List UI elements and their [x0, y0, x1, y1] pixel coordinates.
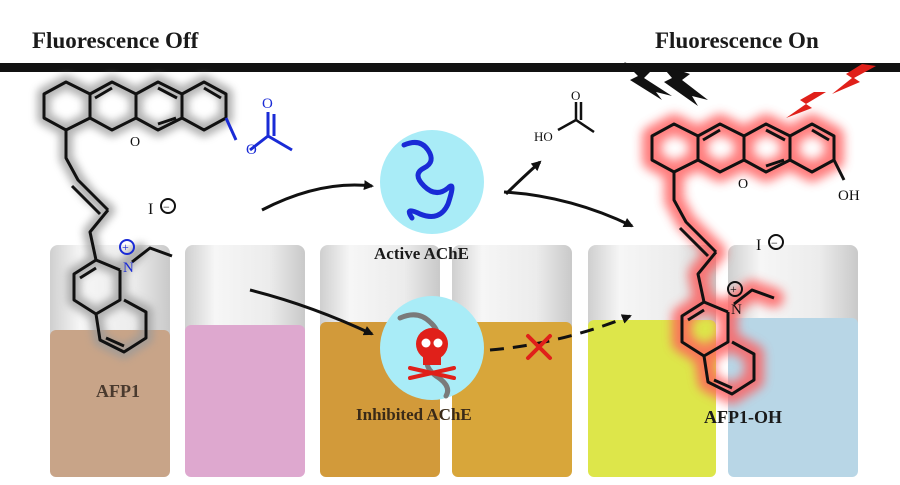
- active-ache: Active AChE: [374, 130, 484, 263]
- active-ache-protein-icon: [401, 139, 455, 221]
- arrow-to-inhibited: [249, 288, 374, 336]
- active-ache-label: Active AChE: [374, 244, 469, 263]
- arrow-to-acetic-acid: [504, 160, 542, 196]
- afp1-oh-nitrogen: N: [731, 302, 742, 318]
- afp1-ester-oxygen-1: O: [246, 142, 257, 158]
- afp1-oh-minus-sign: −: [771, 236, 778, 250]
- arrow-active-to-product: [503, 190, 634, 228]
- header-divider: [0, 63, 900, 72]
- afp1-label: AFP1: [96, 381, 140, 401]
- afp1-minus-charge: [160, 198, 176, 214]
- inhibited-ache: Inhibited AChE: [356, 296, 484, 424]
- active-ache-bubble: [380, 130, 484, 234]
- afp1-ring-oxygen: O: [130, 135, 140, 150]
- left-title: Fluorescence Off: [32, 28, 199, 53]
- afp1-oh-label: AFP1-OH: [704, 407, 782, 427]
- skull-icon: [408, 328, 456, 380]
- afp1-minus-sign: −: [163, 200, 170, 214]
- arrow-to-active: [261, 180, 374, 212]
- afp1-iodide: I: [148, 201, 153, 218]
- emission-lightning-icons: [786, 64, 876, 118]
- afp1-oh-ring-oxygen: O: [738, 177, 748, 192]
- excitation-lightning-icons: [624, 62, 708, 106]
- vial-2-liquid: [185, 325, 305, 477]
- afp1-plus-sign: +: [122, 240, 129, 254]
- afp1-oh-iodide: I: [756, 237, 761, 254]
- acetic-acid-hydroxyl: HO: [534, 129, 553, 144]
- afp1-ester-oxygen-2: O: [262, 96, 273, 112]
- header: Fluorescence Off Fluorescence On: [0, 28, 900, 72]
- afp1-structure: O O O N + I − AFP1: [37, 75, 293, 401]
- vial-2: [185, 245, 305, 477]
- acetic-acid-oxygen: O: [571, 88, 580, 103]
- afp1-oh-plus-charge: [727, 281, 743, 297]
- afp1-oh-plus-sign: +: [730, 282, 737, 296]
- acetic-acid: HO O: [534, 88, 595, 144]
- blocked-cross-icon: [526, 334, 552, 360]
- arrow-blocked: [489, 314, 632, 352]
- afp1-nitrogen: N: [123, 260, 134, 276]
- reaction-arrows: [249, 160, 634, 360]
- afp1-oh-minus-charge: [768, 234, 784, 250]
- vial-1-liquid: [50, 330, 170, 477]
- right-title: Fluorescence On: [655, 28, 819, 53]
- afp1-oh-hydroxyl: OH: [838, 188, 860, 204]
- vial-5-liquid: [588, 320, 716, 477]
- vial-4: [452, 245, 572, 477]
- afp1-plus-charge: [119, 239, 135, 255]
- inhibited-ache-label: Inhibited AChE: [356, 405, 472, 424]
- afp1-oh-structure: O OH N + I − AFP1-OH: [642, 114, 860, 427]
